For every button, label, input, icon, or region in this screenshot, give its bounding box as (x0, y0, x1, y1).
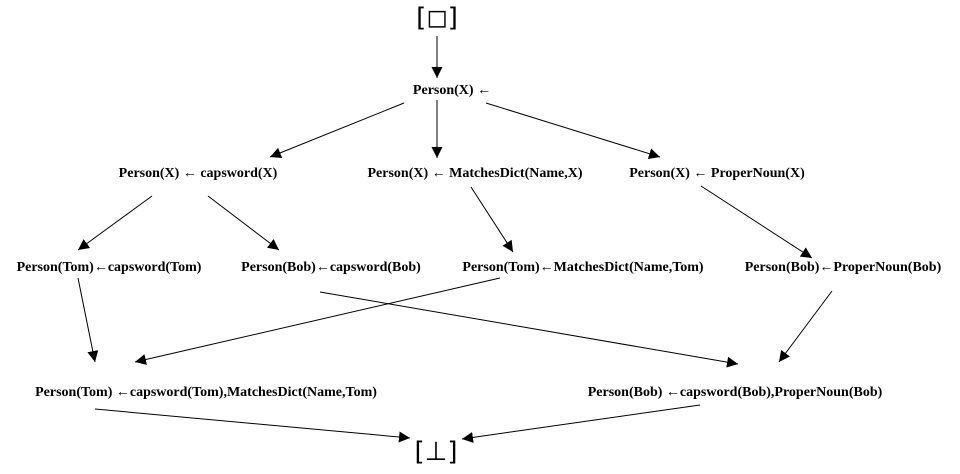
edge-arrow-3 (269, 102, 405, 158)
edge-arrow-4 (485, 102, 661, 159)
top-node: [◻] (416, 3, 458, 33)
edge-arrow-13 (94, 408, 411, 443)
tom-combined-clause-node: Person(Tom) ←capsword(Tom),MatchesDict(N… (35, 385, 377, 400)
propernoun-clause-node: Person(X) ← ProperNoun(X) (629, 166, 805, 181)
edge-arrow-10 (134, 277, 501, 365)
edge-arrow-11 (319, 291, 739, 368)
bob-combined-clause-node: Person(Bob) ←capsword(Bob),ProperNoun(Bo… (587, 385, 883, 400)
edge-arrow-8 (700, 185, 813, 259)
root-clause-node: Person(X) ← (412, 83, 492, 98)
bob-propernoun-node: Person(Bob)←ProperNoun(Bob) (744, 260, 942, 275)
capsword-clause-node: Person(X) ← capsword(X) (118, 166, 278, 181)
tom-matchesdict-node: Person(Tom)←MatchesDict(Name,Tom) (462, 260, 704, 275)
matchesdict-clause-node: Person(X) ← MatchesDict(Name,X) (367, 166, 583, 181)
edge-arrow-6 (207, 195, 280, 251)
bottom-node: [⊥] (414, 437, 458, 467)
edge-arrow-5 (77, 195, 153, 251)
edge-arrow-14 (461, 404, 701, 443)
tom-capsword-node: Person(Tom)←capsword(Tom) (16, 260, 202, 275)
edge-arrow-12 (778, 290, 833, 363)
bob-capsword-node: Person(Bob)←capsword(Bob) (241, 260, 421, 275)
edge-arrow-7 (470, 186, 514, 253)
edge-arrow-9 (77, 277, 99, 363)
